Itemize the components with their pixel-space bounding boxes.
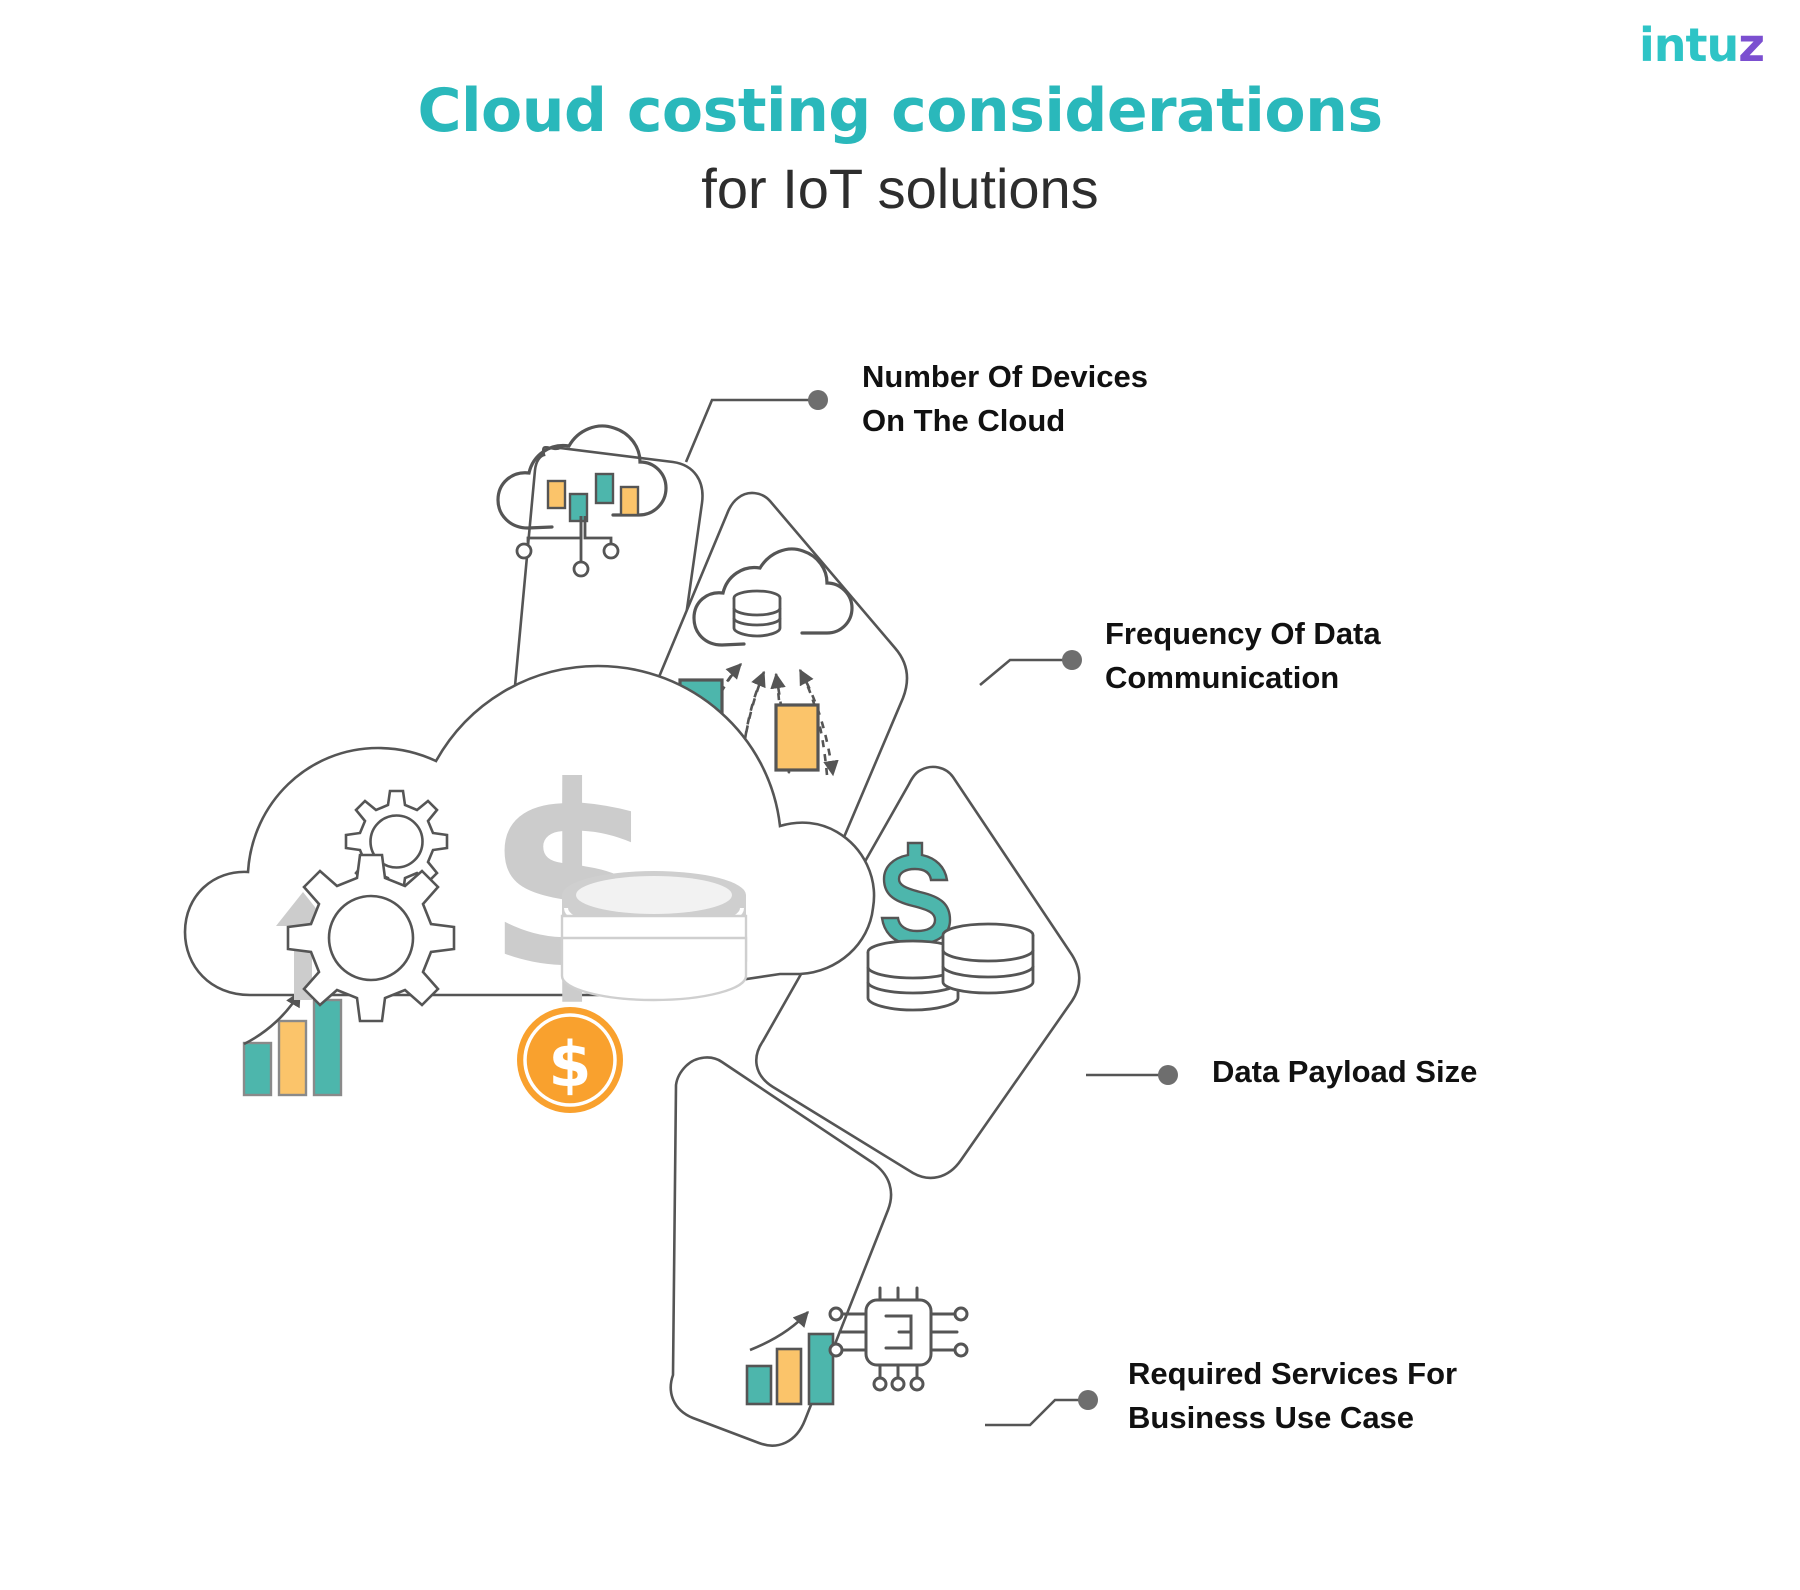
dollar-coins-icon	[866, 841, 1035, 1012]
connector-lines	[684, 398, 1165, 1427]
bar-2	[775, 1347, 803, 1406]
cloud-devices-icon	[496, 424, 668, 530]
card-data-payload-size[interactable]	[755, 765, 1081, 1180]
dollar-sign-teal	[880, 841, 952, 958]
dot-devices	[808, 390, 828, 410]
card-shape-4	[669, 1056, 893, 1447]
dollar-coin-icon: $	[517, 1007, 623, 1113]
page-title: Cloud costing considerations for IoT sol…	[0, 76, 1800, 222]
bar-3	[807, 1332, 835, 1406]
chip-icon	[828, 1286, 969, 1392]
title-secondary: for IoT solutions	[701, 157, 1099, 221]
bar-1	[745, 1364, 773, 1406]
label-devices-on-cloud: Number Of Devices On The Cloud	[862, 359, 1148, 439]
dot-services	[1078, 1390, 1098, 1410]
gear-large-icon	[286, 853, 456, 1023]
card-required-services[interactable]	[669, 1056, 969, 1447]
cloud-network-tree	[515, 516, 620, 578]
svg-text:$: $	[548, 1028, 591, 1101]
cloud-cost-illustration: $ $	[183, 664, 876, 1113]
device-orange	[774, 703, 820, 772]
logo-accent: z	[1738, 18, 1765, 72]
label-frequency-of-data: Frequency Of Data Communication	[1105, 616, 1381, 696]
bar-orange-1	[546, 479, 567, 510]
connector-devices	[684, 398, 818, 463]
bar-teal-2	[594, 472, 615, 505]
center-bar-2	[277, 1019, 308, 1097]
connector-frequency	[979, 658, 1070, 686]
database-cylinder-icon	[732, 589, 782, 638]
cloud-database-icon	[692, 547, 854, 647]
connector-dots	[808, 390, 1178, 1410]
center-bar-3	[312, 998, 343, 1097]
label-data-payload-size: Data Payload Size	[1212, 1054, 1478, 1089]
label-required-services: Required Services For Business Use Case	[1128, 1356, 1458, 1436]
logo-text: intu	[1638, 18, 1739, 72]
connector-services	[985, 1398, 1085, 1427]
bar-teal-1	[568, 492, 589, 523]
dot-frequency	[1062, 650, 1082, 670]
title-primary: Cloud costing considerations	[417, 76, 1383, 146]
cloud-device-bars	[546, 472, 640, 523]
center-bar-1	[242, 1041, 273, 1097]
trend-arrow-small	[749, 1311, 809, 1352]
bar-orange-2	[619, 485, 640, 517]
dot-payload	[1158, 1065, 1178, 1085]
center-bar-chart	[242, 998, 343, 1097]
growth-bars-icon	[745, 1332, 835, 1406]
coin-stack-icon	[560, 871, 748, 1002]
brand-logo: intuz	[1639, 22, 1765, 68]
